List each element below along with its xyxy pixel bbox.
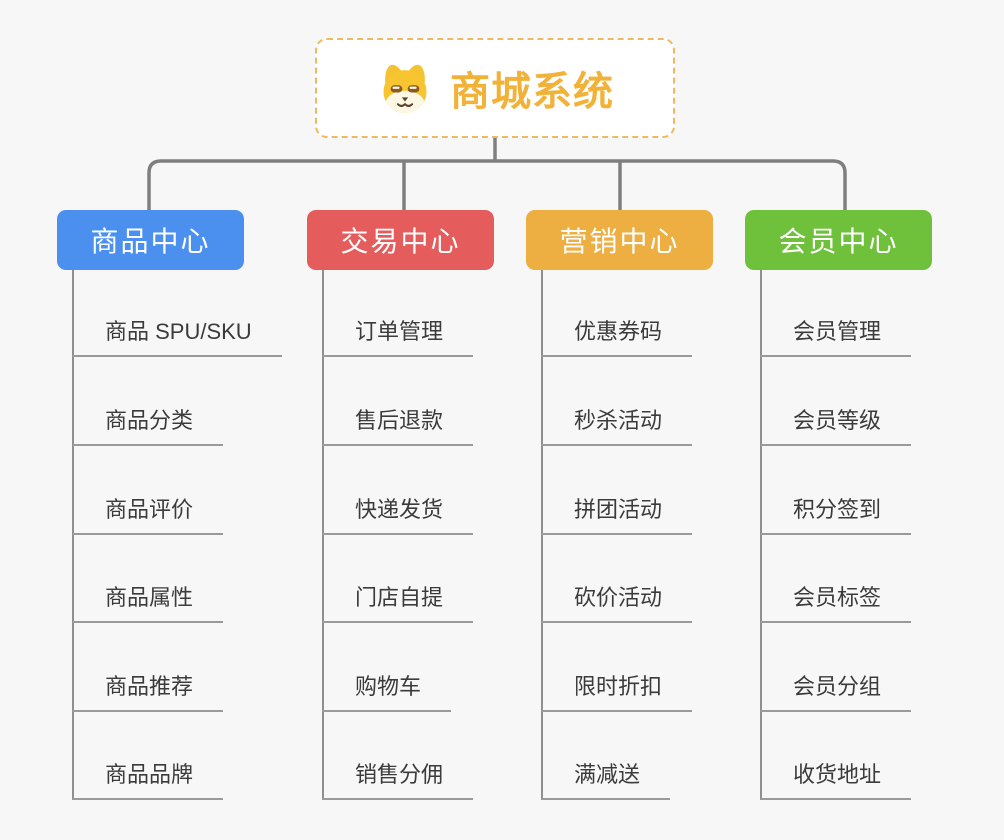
branch-spine-line xyxy=(322,270,324,800)
leaf-node[interactable]: 优惠券码 xyxy=(541,317,693,357)
branch-spine-line xyxy=(541,270,543,800)
leaf-node[interactable]: 商品 SPU/SKU xyxy=(72,317,282,357)
leaf-node[interactable]: 商品分类 xyxy=(72,406,224,446)
leaf-node[interactable]: 商品属性 xyxy=(72,583,224,623)
dog-logo-icon xyxy=(376,62,434,114)
leaf-node[interactable]: 商品推荐 xyxy=(72,672,224,712)
leaf-node[interactable]: 门店自提 xyxy=(322,583,474,623)
leaf-node[interactable]: 积分签到 xyxy=(760,495,912,535)
branch-box-product-center[interactable]: 商品中心 xyxy=(57,210,244,270)
branch-column-member: 会员管理 会员等级 积分签到 会员标签 会员分组 收货地址 xyxy=(760,270,1000,810)
branch-spine-line xyxy=(72,270,74,800)
leaf-node[interactable]: 会员分组 xyxy=(760,672,912,712)
leaf-node[interactable]: 售后退款 xyxy=(322,406,474,446)
leaf-node[interactable]: 满减送 xyxy=(541,760,671,800)
branch-box-marketing-center[interactable]: 营销中心 xyxy=(526,210,713,270)
leaf-node[interactable]: 销售分佣 xyxy=(322,760,474,800)
branch-column-trade: 订单管理 售后退款 快递发货 门店自提 购物车 销售分佣 xyxy=(322,270,562,810)
branch-box-trade-center[interactable]: 交易中心 xyxy=(307,210,494,270)
root-node[interactable]: 商城系统 xyxy=(315,38,675,138)
leaf-node[interactable]: 购物车 xyxy=(322,672,452,712)
leaf-node[interactable]: 商品评价 xyxy=(72,495,224,535)
leaf-node[interactable]: 砍价活动 xyxy=(541,583,693,623)
leaf-node[interactable]: 商品品牌 xyxy=(72,760,224,800)
branch-column-marketing: 优惠券码 秒杀活动 拼团活动 砍价活动 限时折扣 满减送 xyxy=(541,270,781,810)
branch-box-member-center[interactable]: 会员中心 xyxy=(745,210,932,270)
leaf-node[interactable]: 会员标签 xyxy=(760,583,912,623)
branch-column-product: 商品 SPU/SKU 商品分类 商品评价 商品属性 商品推荐 商品品牌 xyxy=(72,270,312,810)
leaf-node[interactable]: 收货地址 xyxy=(760,760,912,800)
leaf-node[interactable]: 会员管理 xyxy=(760,317,912,357)
leaf-node[interactable]: 限时折扣 xyxy=(541,672,693,712)
branch-spine-line xyxy=(760,270,762,800)
root-title: 商城系统 xyxy=(450,70,614,114)
leaf-node[interactable]: 秒杀活动 xyxy=(541,406,693,446)
leaf-node[interactable]: 快递发货 xyxy=(322,495,474,535)
leaf-node[interactable]: 会员等级 xyxy=(760,406,912,446)
leaf-node[interactable]: 订单管理 xyxy=(322,317,474,357)
leaf-node[interactable]: 拼团活动 xyxy=(541,495,693,535)
